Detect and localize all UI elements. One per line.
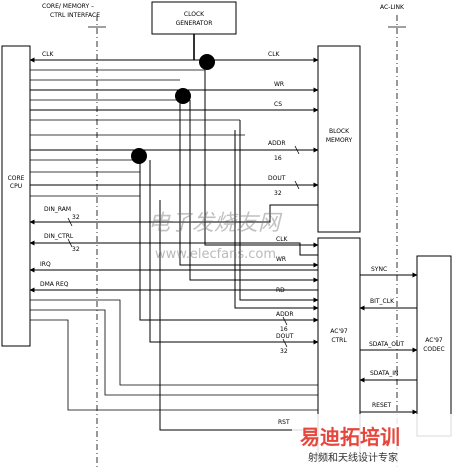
dout-memory-bus-tick (294, 180, 300, 190)
junction-dot-2 (175, 88, 191, 104)
clock-generator-block (151, 1, 237, 35)
sdata-out-label: SDATA_OUT (369, 341, 404, 348)
rd-line (189, 100, 319, 283)
wr-ctrl-label: WR (276, 256, 286, 263)
ac97-ctrl-line2: CTRL (331, 337, 347, 344)
sync-label: SYNC (371, 266, 387, 273)
din-ram-width: 32 (72, 214, 80, 221)
clk-ctrl-line (204, 70, 319, 248)
din-ctrl-label: DIN_CTRL (44, 233, 74, 240)
block-memory-line1: BLOCK (329, 128, 350, 135)
addr-ctrl-line (139, 150, 319, 323)
reset-label: RESET (372, 402, 392, 409)
rst-label: RST (278, 419, 290, 426)
addr-memory-bus-tick (294, 145, 300, 155)
din-ctrl-line (29, 240, 318, 256)
core-cpu-line2: CPU (10, 183, 22, 190)
header-left-line1: CORE/ MEMORY – (42, 3, 94, 10)
wr-memory-label: WR (274, 81, 284, 88)
logo-name: 易迪拓培训 (300, 425, 400, 449)
ac97-codec-line1: AC'97 (425, 337, 443, 344)
sdata-in-label: SDATA_IN (370, 370, 399, 377)
cs-label: CS (274, 101, 282, 108)
junction-dot-1 (199, 54, 215, 70)
rst-line (159, 200, 319, 433)
core-cpu-block (1, 45, 31, 347)
ctrl-line-b (234, 130, 319, 311)
bit-clk-label: BIT_CLK (370, 298, 395, 305)
junction-dot-3 (131, 148, 147, 164)
clock-gen-line1: CLOCK (184, 11, 205, 18)
addr-ctrl-bus-tick (282, 316, 288, 326)
ac97-codec-line2: CODEC (423, 346, 445, 353)
dout-memory-label: DOUT (268, 175, 286, 182)
din-ram-label: DIN_RAM (44, 206, 71, 213)
rd-label: RD (276, 287, 285, 294)
addr-ctrl-label: ADDR (276, 311, 294, 318)
block-memory-block (317, 45, 361, 233)
header-right: AC-LINK (380, 4, 405, 11)
dout-ctrl-label: DOUT (276, 333, 294, 340)
clk-label-right: CLK (268, 51, 281, 58)
watermark-url: www.elecfans.com (155, 247, 276, 262)
addr-memory-width: 16 (274, 155, 282, 162)
clk-ctrl-label: CLK (276, 236, 289, 243)
loop-line-2 (30, 309, 318, 396)
addr-ctrl-width: 16 (280, 326, 288, 333)
block-memory-line2: MEMORY (326, 137, 353, 144)
dout-ctrl-width: 32 (280, 348, 288, 355)
loop-line-3 (30, 319, 318, 411)
addr-memory-label: ADDR (268, 140, 286, 147)
core-cpu-line1: CORE (8, 175, 25, 182)
din-ctrl-bus-tick (67, 238, 73, 248)
dout-ctrl-bus-tick (282, 338, 288, 348)
logo-background (292, 414, 455, 467)
wr-ctrl-line (179, 90, 319, 268)
clk-label-left: CLK (42, 51, 55, 58)
ac97-ctrl-line1: AC'97 (330, 328, 348, 335)
ctrl-line-a (239, 120, 319, 303)
ac97-codec-block (416, 255, 452, 437)
clock-gen-line2: GENERATOR (176, 20, 213, 27)
header-left-line2: CTRL INTERFACE (50, 12, 100, 19)
irq-label: IRQ (40, 261, 51, 268)
din-ram-bus-tick (67, 217, 73, 227)
din-ctrl-width: 32 (72, 246, 80, 253)
dma-req-label: DMA REQ (40, 281, 69, 288)
logo-tagline: 射频和天线设计专家 (308, 451, 398, 464)
dout-ctrl-line (149, 160, 319, 345)
watermark-chinese: 电子发烧友网 (148, 211, 283, 236)
loop-line-1 (30, 299, 318, 386)
dout-memory-width: 32 (274, 190, 282, 197)
